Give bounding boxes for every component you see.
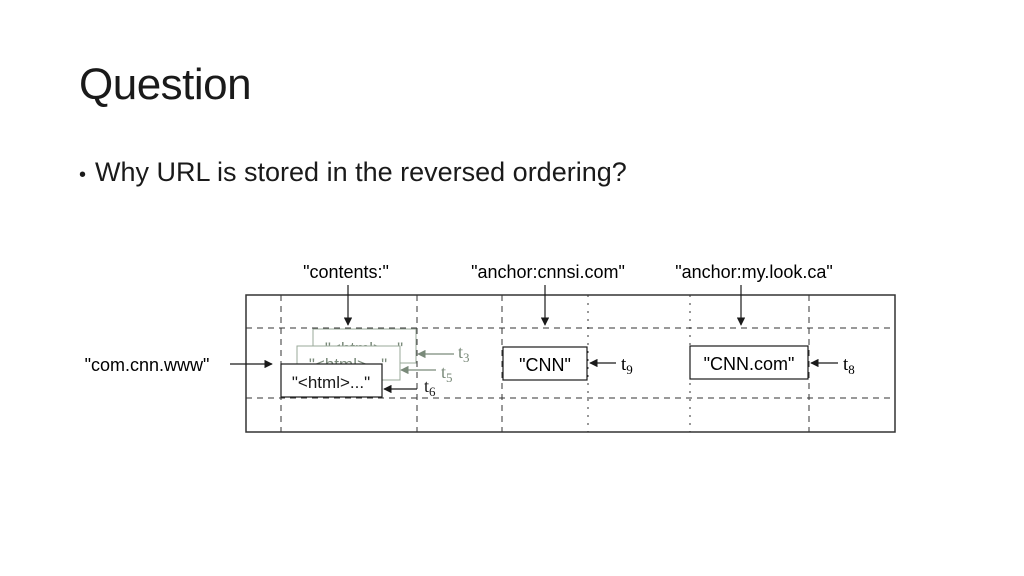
cell-anchor-cnnsi-box: [502, 346, 588, 381]
column-label-anchor-mylook: "anchor:my.look.ca": [675, 262, 833, 282]
version-time-t3: t3: [458, 342, 470, 365]
column-label-contents: "contents:": [303, 262, 389, 282]
cell-version-box-t6: [280, 363, 383, 398]
slide-title: Question: [79, 60, 252, 109]
cell-anchor-mylook-value: "CNN.com": [704, 354, 795, 374]
version-time-t5: t5: [441, 362, 453, 385]
bullet-dot: •: [79, 164, 87, 186]
cell-anchor-cnnsi-value: "CNN": [519, 355, 571, 375]
bullet-item: • Why URL is stored in the reversed orde…: [79, 157, 627, 188]
version-time-t6: t6: [424, 376, 436, 399]
column-label-anchor-cnnsi: "anchor:cnnsi.com": [471, 262, 625, 282]
version-time-t8: t8: [843, 354, 855, 377]
version-time-t9: t9: [621, 354, 633, 377]
row-key-label: "com.cnn.www": [85, 355, 210, 375]
cell-version-value-t6: "<html>...": [292, 373, 370, 392]
bullet-text: Why URL is stored in the reversed orderi…: [95, 157, 627, 187]
cell-anchor-mylook-box: [689, 345, 809, 380]
